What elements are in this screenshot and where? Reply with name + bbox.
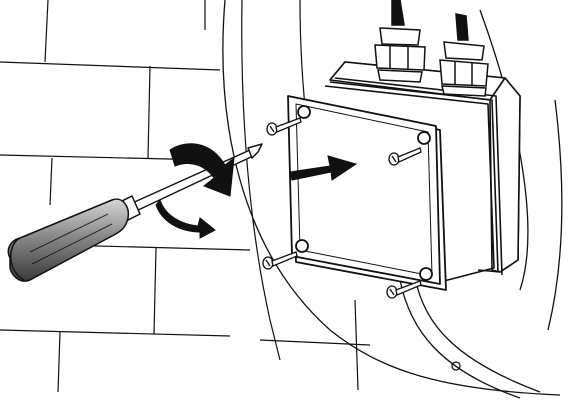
- conduit-outline: [222, 0, 561, 396]
- gland-nut-top: [379, 27, 421, 46]
- mortar-line: [259, 339, 371, 346]
- cable: [391, 0, 405, 26]
- cable-gland-left: [374, 0, 426, 83]
- gland-base: [377, 69, 423, 83]
- push-arrow-icon: [289, 155, 358, 181]
- box-rim: [329, 81, 499, 273]
- strap-screw: [451, 361, 461, 371]
- gland-nut-top: [443, 41, 485, 61]
- box-rim: [334, 77, 503, 276]
- cover-face: [287, 95, 441, 285]
- gland-body: [374, 44, 426, 71]
- cable: [455, 13, 469, 41]
- screw-top-left: [266, 117, 302, 136]
- rotation-arrow-icon: [155, 143, 235, 239]
- box-rim: [324, 85, 495, 283]
- wall-edge: [241, 0, 281, 361]
- mortar-joint: [354, 299, 359, 391]
- cover-plate: [287, 95, 447, 291]
- mortar-joint: [153, 247, 157, 335]
- mortar-line: [0, 61, 221, 71]
- handle-grip-line: [29, 213, 109, 253]
- mortar-joint: [147, 65, 151, 159]
- screw-shank: [275, 117, 302, 133]
- conduit: [222, 0, 563, 399]
- cover-hole: [295, 239, 309, 253]
- conduit-strap: [414, 277, 541, 393]
- mortar-line: [0, 329, 231, 337]
- screwdriver-handle: [7, 198, 130, 282]
- screwdriver-tip: [247, 143, 263, 159]
- mortar-joint: [49, 157, 53, 206]
- cable-gland-right: [439, 13, 489, 97]
- cover-hole: [417, 131, 431, 145]
- screw-bottom-right: [386, 280, 422, 299]
- screw-shank: [397, 147, 422, 163]
- screw-bottom-left: [262, 251, 298, 270]
- screw-right: [388, 147, 422, 166]
- screw-shank: [271, 251, 298, 267]
- gland-base: [441, 85, 487, 97]
- handle-end: [10, 237, 25, 281]
- conduit-seam: [547, 99, 563, 331]
- conduit-outline: [479, 9, 529, 291]
- mortar-joint: [44, 0, 49, 63]
- cover-hole: [419, 267, 433, 281]
- conduit-strap: [399, 279, 521, 399]
- handle-grip-line: [31, 223, 113, 265]
- cover-hole: [297, 105, 311, 119]
- gland-body: [439, 59, 489, 87]
- screw-shank: [395, 280, 422, 296]
- mortar-joint: [57, 331, 61, 393]
